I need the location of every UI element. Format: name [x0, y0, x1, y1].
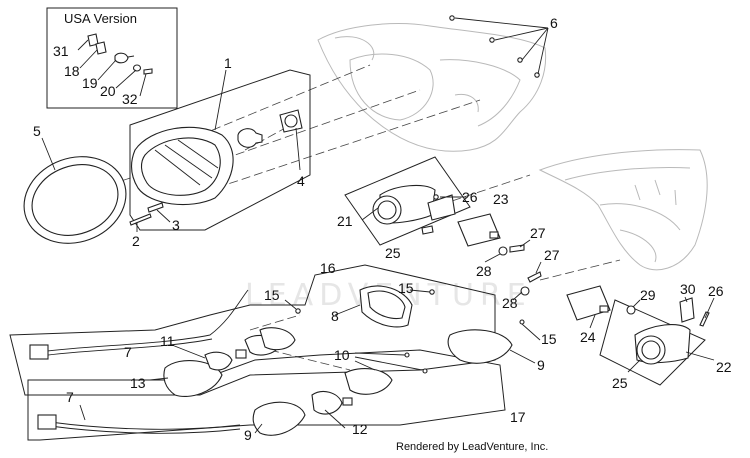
inset-parts: [87, 33, 153, 75]
callout-21: 21: [337, 213, 353, 229]
callout-31: 31: [53, 43, 69, 59]
callout-6: 6: [550, 15, 558, 31]
callout-32: 32: [122, 91, 138, 107]
callout-7-lower: 7: [66, 389, 74, 405]
wire-harness-frame: [9, 264, 496, 396]
callout-2: 2: [132, 233, 140, 249]
fairing-ghost: [317, 23, 547, 152]
callout-27-lower: 27: [544, 247, 560, 263]
callout-29: 29: [640, 287, 656, 303]
callout-22: 22: [716, 359, 732, 375]
wire-harness-upper: [29, 289, 249, 360]
relay-upper: [457, 213, 542, 296]
callout-24: 24: [580, 329, 596, 345]
callout-28-lower: 28: [502, 295, 518, 311]
callout-18: 18: [64, 63, 80, 79]
leader-lines: [41, 17, 715, 434]
headlight-housing: [131, 126, 234, 206]
left-signal-frame: [344, 156, 471, 246]
callout-15-lower: 15: [541, 331, 557, 347]
callout-17: 17: [510, 409, 526, 425]
headlight-frame: [129, 69, 311, 231]
rear-light-frame: [27, 349, 506, 441]
relay-lower: [566, 285, 611, 321]
rear-bracket-10-12: [252, 319, 525, 436]
rear-housing-8: [359, 285, 413, 328]
small-fasteners: [295, 194, 439, 314]
callout-9-lower: 9: [244, 427, 252, 443]
callout-11: 11: [160, 333, 175, 349]
callout-25-right: 25: [612, 375, 628, 391]
callout-19: 19: [82, 75, 98, 91]
callout-7-upper: 7: [124, 344, 132, 360]
callout-labels: 31 18 19 20 32 1 5 6 2 3 4 21 25 26 23 2…: [33, 15, 732, 443]
wire-harness-lower: [37, 414, 241, 434]
callout-12: 12: [352, 421, 368, 437]
callout-4: 4: [297, 173, 305, 189]
callout-3: 3: [172, 217, 180, 233]
rear-lens-9: [447, 329, 513, 364]
left-signal-assembly: [372, 184, 456, 235]
callout-8: 8: [331, 308, 339, 324]
callout-13: 13: [130, 375, 146, 391]
fairing-screws: [449, 15, 540, 78]
usa-version-inset: [46, 7, 178, 109]
callout-30: 30: [680, 281, 696, 297]
headlight-bulb: [237, 109, 303, 148]
callout-25-left: 25: [385, 245, 401, 261]
callout-27-upper: 27: [530, 225, 546, 241]
callout-16: 16: [320, 260, 336, 276]
callout-28-upper: 28: [476, 263, 492, 279]
callout-15-left: 15: [264, 287, 280, 303]
callout-20: 20: [100, 83, 116, 99]
callout-15-right: 15: [398, 280, 414, 296]
callout-26-left: 26: [462, 189, 478, 205]
turn-lens-11-13: [163, 327, 296, 397]
front-shield-ghost: [538, 149, 708, 271]
inset-title: USA Version: [64, 11, 137, 26]
right-signal-assembly: [626, 297, 710, 365]
callout-1: 1: [224, 55, 232, 71]
headlight-screws: [129, 202, 164, 226]
callout-5: 5: [33, 123, 41, 139]
credit-text: Rendered by LeadVenture, Inc.: [396, 441, 548, 453]
callout-26-right: 26: [708, 283, 724, 299]
callout-23: 23: [493, 191, 509, 207]
callout-9-upper: 9: [537, 357, 545, 373]
headlight-rim: [23, 156, 127, 244]
callout-10: 10: [334, 347, 350, 363]
